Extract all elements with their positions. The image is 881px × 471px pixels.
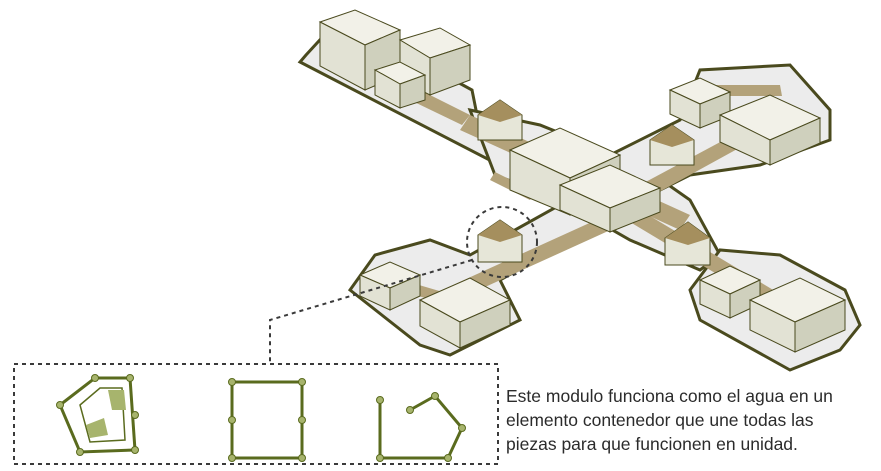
pavilion-sw [477, 219, 523, 263]
module-square-icon [228, 378, 306, 462]
building-cluster-center [508, 127, 662, 233]
highlight-circle [466, 206, 538, 278]
highlight-callout [13, 206, 538, 465]
caption-line-1: Este modulo funciona como el agua en un [506, 386, 833, 406]
module-pentagon-icon [56, 374, 139, 456]
building-cluster-ne [668, 77, 822, 166]
module-legend-box [13, 363, 499, 465]
pavilions [477, 99, 711, 266]
caption-line-2: elemento contenedor que une todas las [506, 410, 814, 430]
leader-line [269, 259, 473, 362]
building-cluster-se [698, 265, 847, 353]
pavilion-nw [477, 99, 523, 141]
building-cluster-nw [318, 9, 472, 109]
module-open-pentagon-icon [376, 392, 466, 462]
building-cluster-sw [358, 261, 512, 349]
module-caption: Este modulo funciona como el agua en un … [506, 384, 876, 456]
caption-line-3: piezas para que funcionen en unidad. [506, 434, 798, 454]
pavilion-ne [649, 124, 695, 166]
pavilion-se [664, 221, 711, 266]
